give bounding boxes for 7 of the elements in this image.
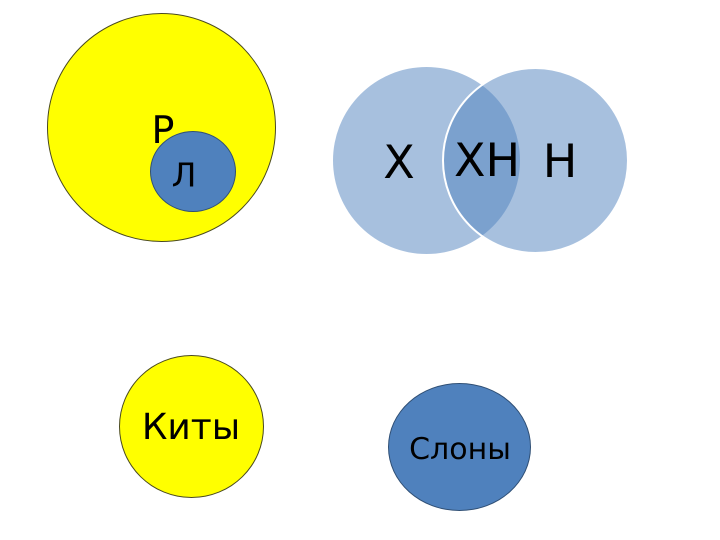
set-label: Слоны [409,435,511,465]
set-label: Л [172,158,196,192]
set-label: Р [152,111,174,149]
intersection-label: ХН [454,137,520,183]
set-label: Х [383,139,415,185]
set-label: Киты [142,410,240,446]
set-label: Н [542,138,578,184]
